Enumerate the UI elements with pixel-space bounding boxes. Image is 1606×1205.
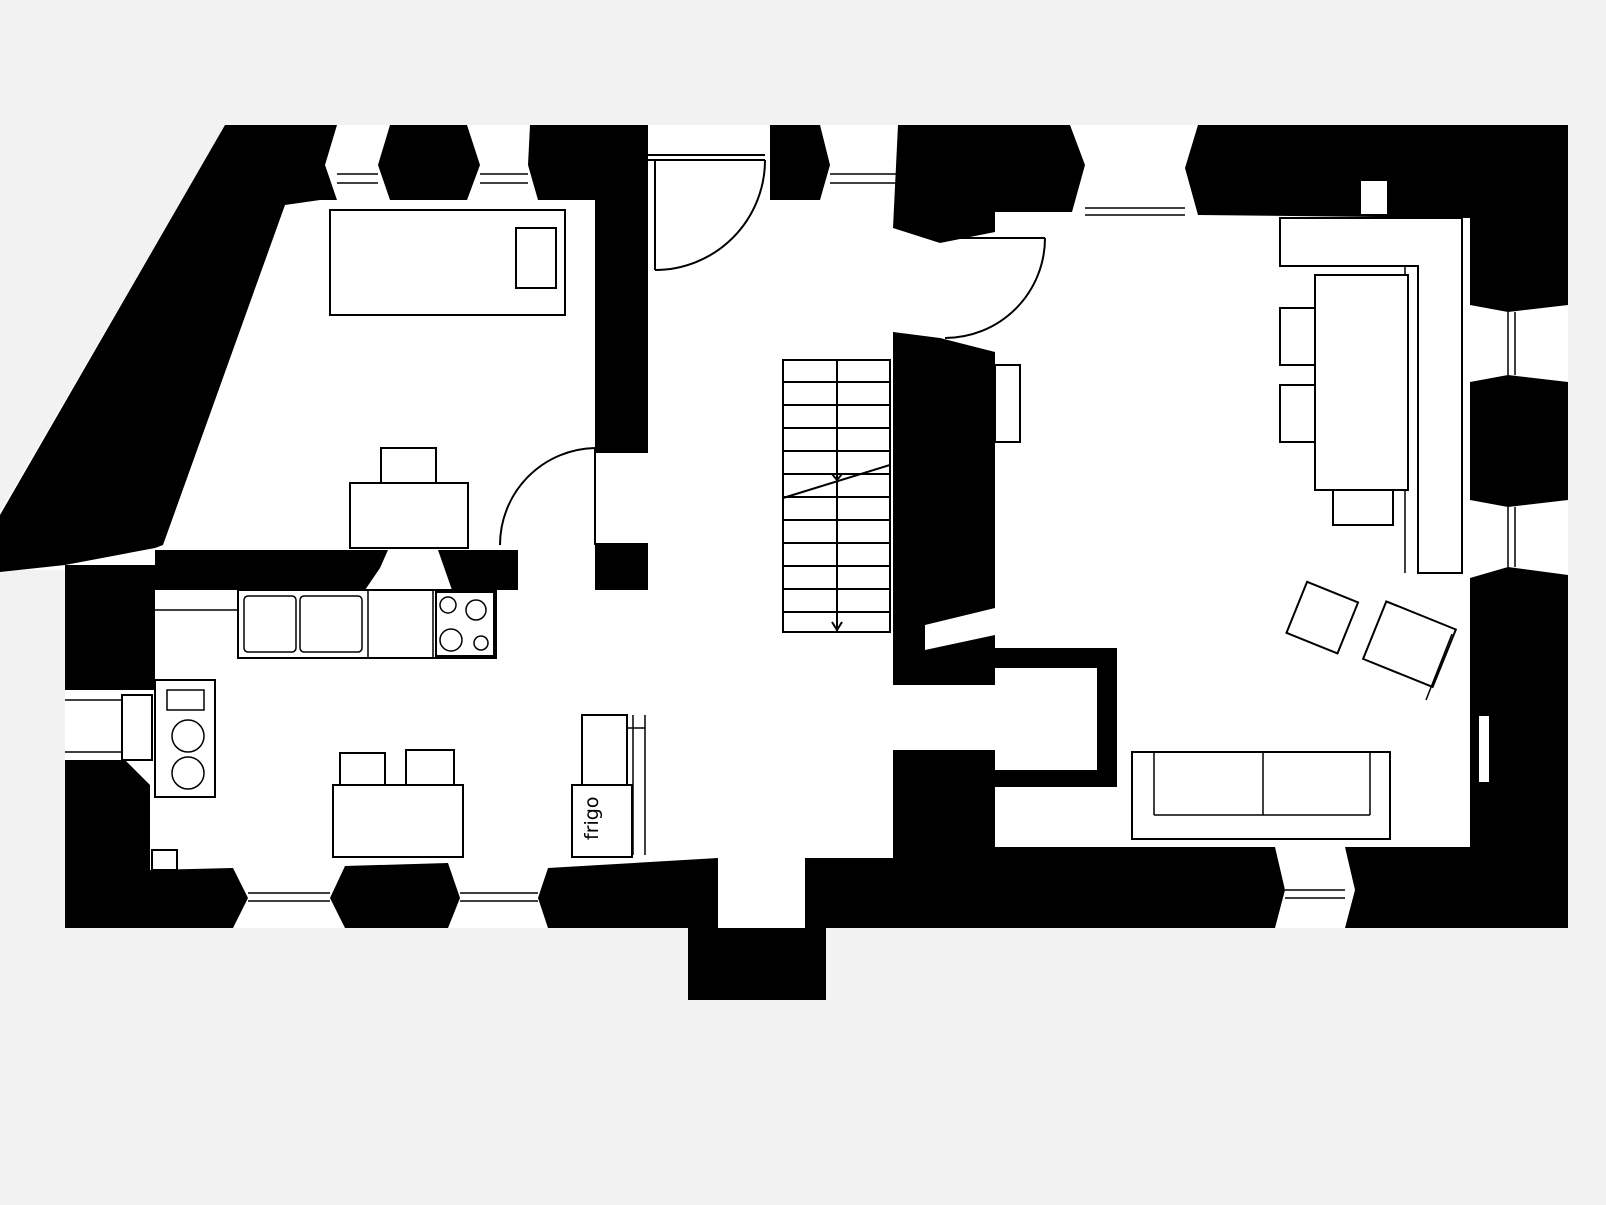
sofa [1131,751,1391,840]
windows [65,173,1516,902]
wall-cabinet [994,364,1021,443]
wall-pier [1470,375,1568,507]
wall-pier [1345,567,1568,928]
wall-pier [320,125,337,200]
entrance-door-swing [654,159,766,271]
doors [499,154,1046,546]
living-door-swing [944,237,1046,339]
wall-segment [595,543,648,590]
wall-pier [378,125,480,200]
fridge-label: frigo [581,797,603,840]
wall-pier [65,760,248,928]
armchairs [1285,580,1458,701]
washing-machine [154,679,216,798]
fridge: frigo [571,714,646,858]
wall-segment [805,750,1285,928]
wall-pier [1185,125,1568,312]
radiator [1359,179,1389,216]
wall-pier [330,863,460,928]
wall-segment [595,125,648,453]
wall-segment [438,550,518,590]
exterior-wall-west-slant [0,125,320,572]
dining-table-living [1279,274,1409,526]
chimney [688,928,826,1000]
wall-segment [538,858,718,928]
walls [0,125,1568,1000]
wall-segment [155,550,388,590]
wall-pier [893,125,1085,243]
wall-segment [65,565,155,690]
fireplace [995,648,1117,787]
cooktop [435,591,495,657]
desk [349,447,469,549]
dining-table-kitchen [332,749,464,858]
wall-segment [893,332,995,685]
bed [329,209,566,316]
wall-segment [770,128,778,200]
bedroom-door-swing [499,447,596,546]
staircase [782,359,891,633]
wall-pier [770,125,830,200]
